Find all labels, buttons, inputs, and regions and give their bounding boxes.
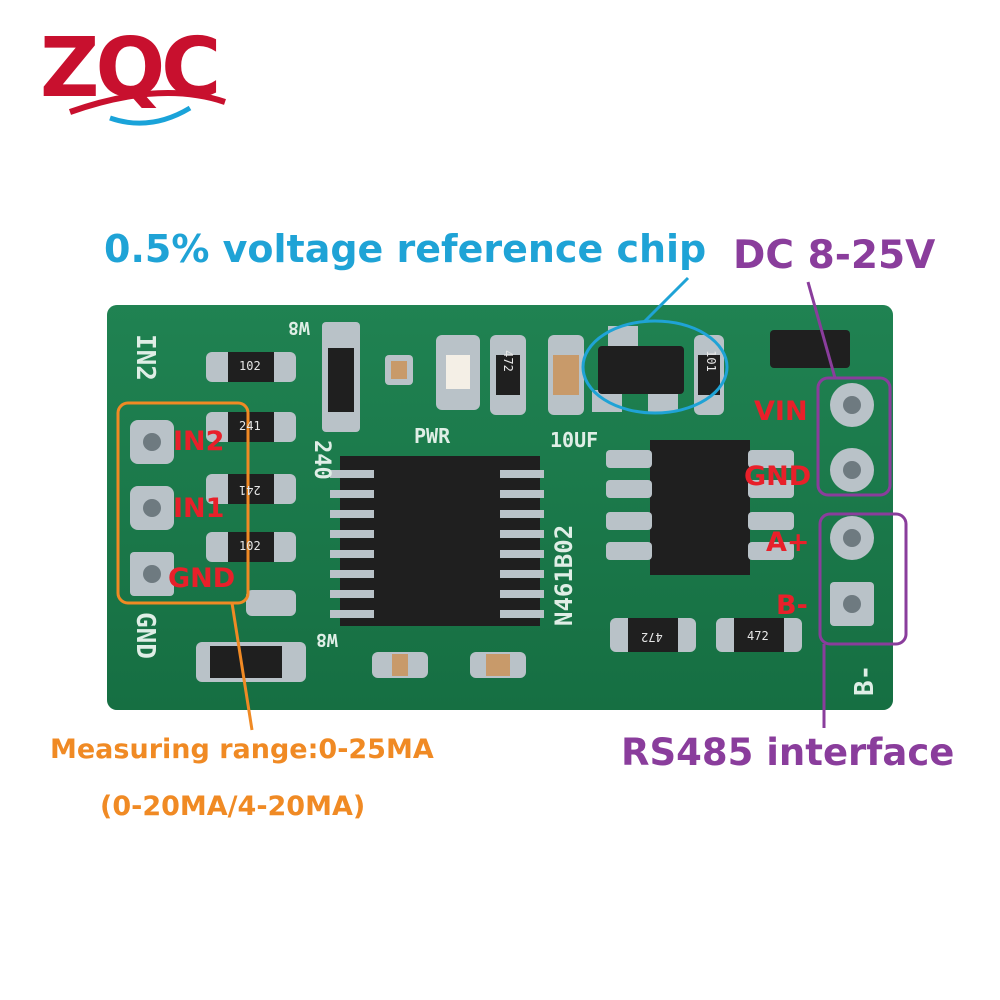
silkscreen-b: B-	[850, 664, 880, 696]
rs485-callout: RS485 interface	[621, 731, 955, 774]
silkscreen-gnd: GND	[130, 612, 160, 659]
top-components	[322, 322, 850, 432]
pin-label-gnd-left: GND	[168, 563, 236, 594]
left-pin-header	[130, 420, 174, 596]
pin-label-a-plus: A+	[766, 527, 810, 558]
smd-code: 472	[500, 350, 515, 372]
right-pin-header	[830, 383, 874, 626]
pin-label-vin: VIN	[754, 396, 808, 427]
smd-resistors-left	[206, 352, 296, 616]
power-callout: DC 8-25V	[733, 233, 936, 278]
smd-code: 102	[239, 359, 261, 373]
smd-code: 241	[239, 483, 261, 497]
silkscreen-pwr: PWR	[414, 424, 451, 448]
logo-swoosh-blue	[109, 105, 192, 126]
brand-logo: ZQC	[40, 21, 221, 116]
measuring-range-sub-callout: (0-20MA/4-20MA)	[100, 791, 366, 822]
pin-label-in2: IN2	[173, 426, 225, 457]
bottom-components	[196, 618, 802, 682]
smd-code: 101	[703, 350, 718, 372]
rs485-highlight-box	[818, 512, 908, 646]
logo-swoosh	[68, 90, 226, 115]
voltage-reference-callout: 0.5% voltage reference chip	[104, 227, 707, 271]
silkscreen-10uf: 10UF	[550, 428, 599, 452]
smd-code: 241	[239, 419, 261, 433]
smd-code: 102	[239, 539, 261, 553]
power-highlight-box	[816, 376, 892, 497]
silkscreen-w8-top: W8	[288, 317, 310, 338]
smd-code: 472	[641, 630, 663, 644]
pin-label-in1: IN1	[173, 493, 225, 524]
power-pointer-line	[806, 281, 837, 379]
smd-code: 472	[747, 629, 769, 643]
measuring-range-callout: Measuring range:0-25MA	[50, 734, 434, 765]
voltage-reference-highlight	[581, 319, 729, 415]
pin-label-b-minus: B-	[776, 590, 808, 621]
silkscreen-ic-label: N461B02	[550, 524, 578, 626]
rs485-transceiver	[606, 440, 794, 575]
silkscreen-w8-bottom: W8	[316, 629, 338, 650]
input-highlight-box	[116, 401, 250, 605]
main-ic	[330, 456, 544, 626]
pin-label-gnd-right: GND	[744, 461, 812, 492]
silkscreen-in2: IN2	[130, 334, 160, 381]
reference-pointer-line	[642, 276, 690, 324]
silkscreen-240: 240	[309, 440, 334, 480]
input-pointer-line	[230, 602, 254, 731]
